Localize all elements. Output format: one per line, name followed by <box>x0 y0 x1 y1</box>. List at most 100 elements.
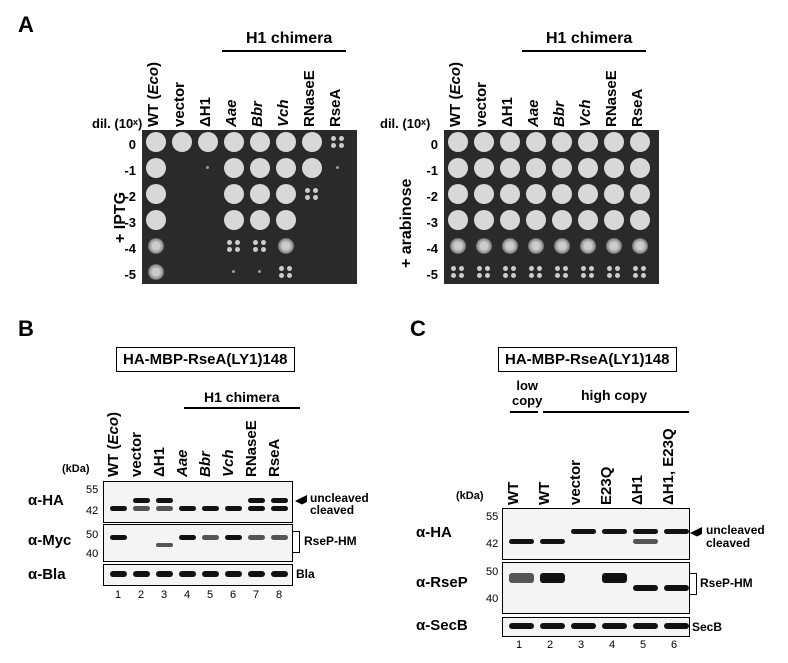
colony-spot <box>146 132 166 152</box>
colony-spot <box>276 210 296 230</box>
row-label-4: -4 <box>124 241 136 256</box>
colony-dot <box>589 266 594 271</box>
blot-band <box>225 506 242 511</box>
cleaved-label-b: cleaved <box>310 503 355 517</box>
colony-spot <box>526 158 546 178</box>
lane-number: 1 <box>114 589 122 601</box>
colony-spot <box>198 132 218 152</box>
colony-dot <box>261 240 266 245</box>
column-label: Bbr <box>249 101 266 127</box>
low-copy-label: low copy <box>512 378 543 408</box>
colony-spot <box>449 238 467 254</box>
colony-dot <box>589 273 594 278</box>
chimera-header-left: H1 chimera <box>246 30 333 47</box>
colony-spot <box>474 158 494 178</box>
blot-band <box>602 529 627 534</box>
chimera-bracket-right <box>522 50 646 52</box>
blot-band <box>509 623 534 629</box>
colony-spot <box>552 210 572 230</box>
colony-dot <box>227 240 232 245</box>
colony-dot <box>451 273 456 278</box>
colony-spot <box>250 158 270 178</box>
chimera-bracket-b <box>184 407 300 409</box>
lane-number: 5 <box>639 639 647 651</box>
blot-band <box>540 539 565 544</box>
colony-spot <box>526 210 546 230</box>
uncleaved-label-c: uncleaved <box>706 523 765 537</box>
colony-dot <box>287 273 292 278</box>
rsep-hm-label-c: RseP-HM <box>700 576 753 590</box>
blot-band <box>133 571 150 577</box>
column-label: ΔH1 <box>629 475 646 505</box>
colony-dot <box>227 247 232 252</box>
colony-spot <box>630 132 650 152</box>
colony-spot <box>604 210 624 230</box>
lane-number: 6 <box>229 589 237 601</box>
row-label-1: -1 <box>426 163 438 178</box>
colony-dot <box>615 266 620 271</box>
bla-label-b: Bla <box>296 567 315 581</box>
blot-band <box>202 535 219 540</box>
colony-spot <box>604 132 624 152</box>
blot-band <box>179 535 196 540</box>
colony-dot <box>563 266 568 271</box>
colony-dot <box>331 136 336 141</box>
blot-myc-b <box>103 524 293 562</box>
column-label: ΔH1 <box>151 447 168 477</box>
column-label: WT (Eco) <box>447 62 464 127</box>
colony-spot <box>500 158 520 178</box>
column-label: Aae <box>223 99 240 127</box>
colony-spot <box>475 238 493 254</box>
colony-spot <box>302 132 322 152</box>
blot-band <box>179 506 196 511</box>
panel-a-letter: A <box>18 12 34 37</box>
blot-band <box>602 573 627 583</box>
row-label-1: -1 <box>124 163 136 178</box>
column-label: Vch <box>275 99 292 127</box>
colony-spot <box>526 132 546 152</box>
blot-band <box>248 506 265 511</box>
blot-band <box>133 506 150 511</box>
marker-55-c: 55 <box>486 511 499 523</box>
colony-dot <box>331 143 336 148</box>
row-label-2: -2 <box>124 189 136 204</box>
blot-label-ha-b: α-HA <box>28 492 64 509</box>
colony-dot <box>581 266 586 271</box>
blot-band <box>248 498 265 503</box>
colony-spot <box>474 210 494 230</box>
colony-spot <box>277 238 295 254</box>
row-label-4: -4 <box>426 241 438 256</box>
colony-dot <box>339 136 344 141</box>
colony-spot <box>448 132 468 152</box>
colony-spot <box>250 184 270 204</box>
column-label: WT <box>505 481 522 505</box>
colony-dot <box>615 273 620 278</box>
colony-spot <box>224 210 244 230</box>
column-label: vector <box>128 431 145 477</box>
colony-spot <box>552 132 572 152</box>
chimera-bracket-left <box>222 50 346 52</box>
blot-band <box>248 535 265 540</box>
arrow-cleaved-c <box>690 534 702 546</box>
colony-dot <box>253 240 258 245</box>
colony-dot <box>633 266 638 271</box>
lane-number: 1 <box>515 639 523 651</box>
lane-number: 2 <box>137 589 145 601</box>
colony-dot <box>459 266 464 271</box>
lane-number: 4 <box>183 589 191 601</box>
colony-dot <box>607 266 612 271</box>
column-label: WT (Eco) <box>145 62 162 127</box>
colony-spot <box>224 132 244 152</box>
colony-spot <box>604 158 624 178</box>
colony-spot <box>552 184 572 204</box>
colony-spot <box>146 210 166 230</box>
colony-spot <box>501 238 519 254</box>
colony-spot <box>250 132 270 152</box>
column-label: WT (Eco) <box>105 412 122 477</box>
colony-spot <box>172 132 192 152</box>
blot-band <box>202 571 219 577</box>
colony-dot <box>261 247 266 252</box>
blot-band <box>271 535 288 540</box>
column-label: RNaseE <box>243 420 260 477</box>
marker-40-b: 40 <box>86 548 99 560</box>
